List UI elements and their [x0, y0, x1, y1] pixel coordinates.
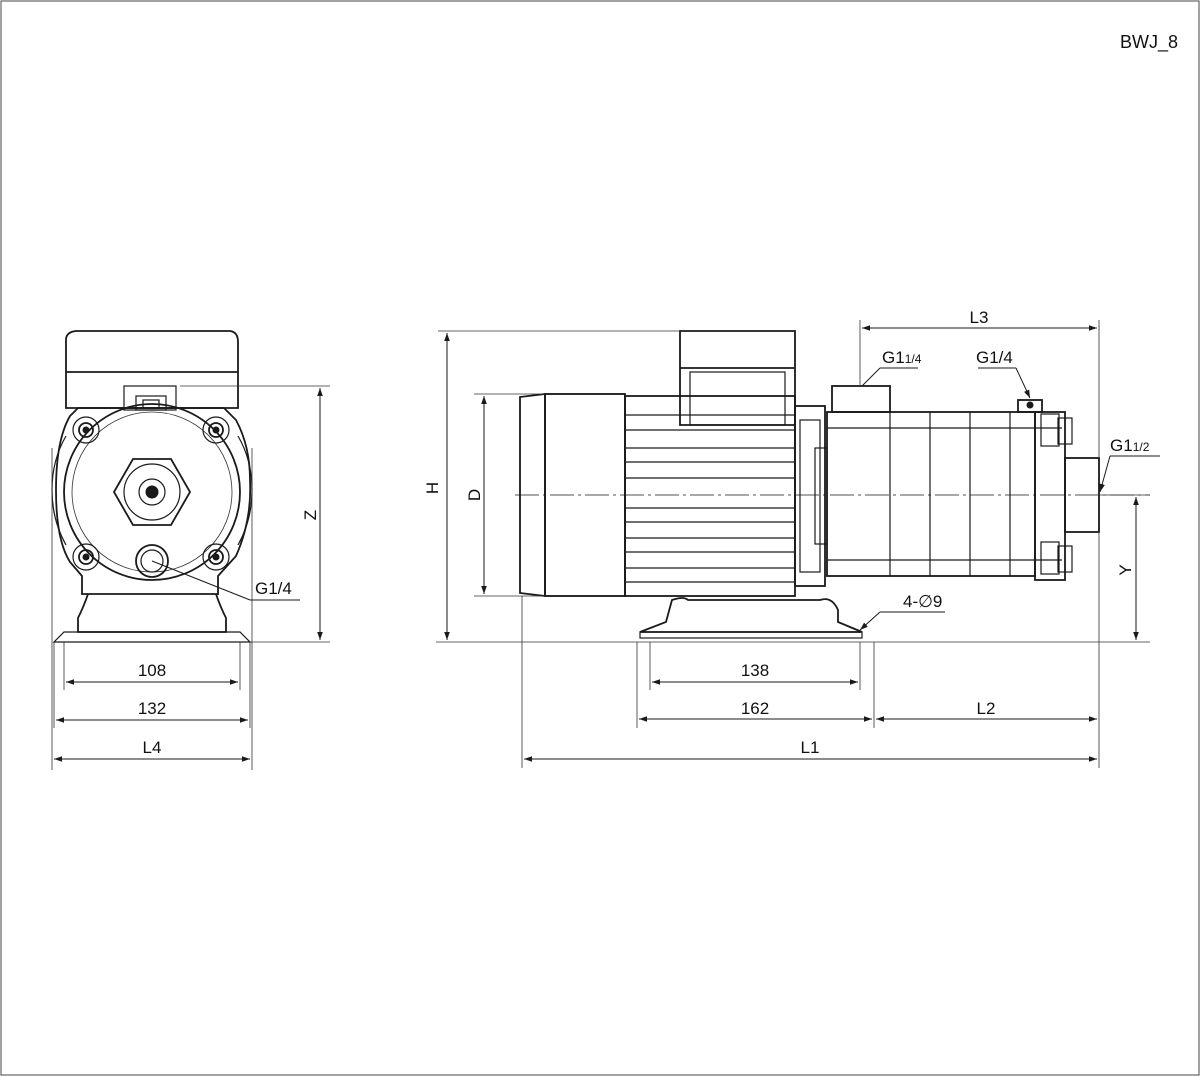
terminal-box-side — [679, 330, 796, 426]
foot-to-outlet-label: L2 — [977, 699, 996, 718]
inlet-port-label: G11/4 — [882, 348, 922, 367]
axis-height-label: Y — [1116, 564, 1135, 575]
outlet-hex-nut — [112, 458, 192, 526]
end-view-foot-width: 132 — [138, 699, 166, 718]
side-view-hole-spacing: 138 — [741, 661, 769, 680]
side-view-foot-length: 162 — [741, 699, 769, 718]
mount-holes-label: 4-∅9 — [903, 592, 942, 611]
vent-port — [1017, 399, 1043, 413]
end-view: G1/4 Z 108 132 L4 — [51, 330, 330, 770]
vent-port-label: G1/4 — [976, 348, 1013, 367]
end-view-port-label: G1/4 — [255, 579, 292, 598]
mounting-foot — [77, 593, 227, 633]
pump-length-label: L3 — [970, 308, 989, 327]
inlet-port — [831, 385, 891, 413]
pump-stages — [826, 411, 1036, 577]
end-view-height-label: Z — [301, 510, 320, 520]
side-view: H D L3 G11/4 G1/4 G11/2 4-∅9 Y — [423, 308, 1160, 768]
flange-bolts — [72, 416, 230, 571]
terminal-box — [65, 330, 239, 409]
motor-housing — [55, 407, 252, 595]
pump-flange — [63, 403, 241, 581]
overall-length-label: L1 — [801, 738, 820, 757]
motor-diameter-label: D — [465, 489, 484, 501]
drain-port — [135, 544, 169, 578]
end-view-hole-spacing: 108 — [138, 661, 166, 680]
outlet-port-label: G11/2 — [1110, 436, 1150, 455]
pump-head — [1034, 411, 1066, 581]
cooling-fins — [625, 414, 795, 583]
motor-foot — [639, 597, 863, 633]
overall-height-label: H — [423, 482, 442, 494]
end-view-overall-width: L4 — [143, 738, 162, 757]
drawing-code: BWJ_8 — [1120, 32, 1178, 53]
